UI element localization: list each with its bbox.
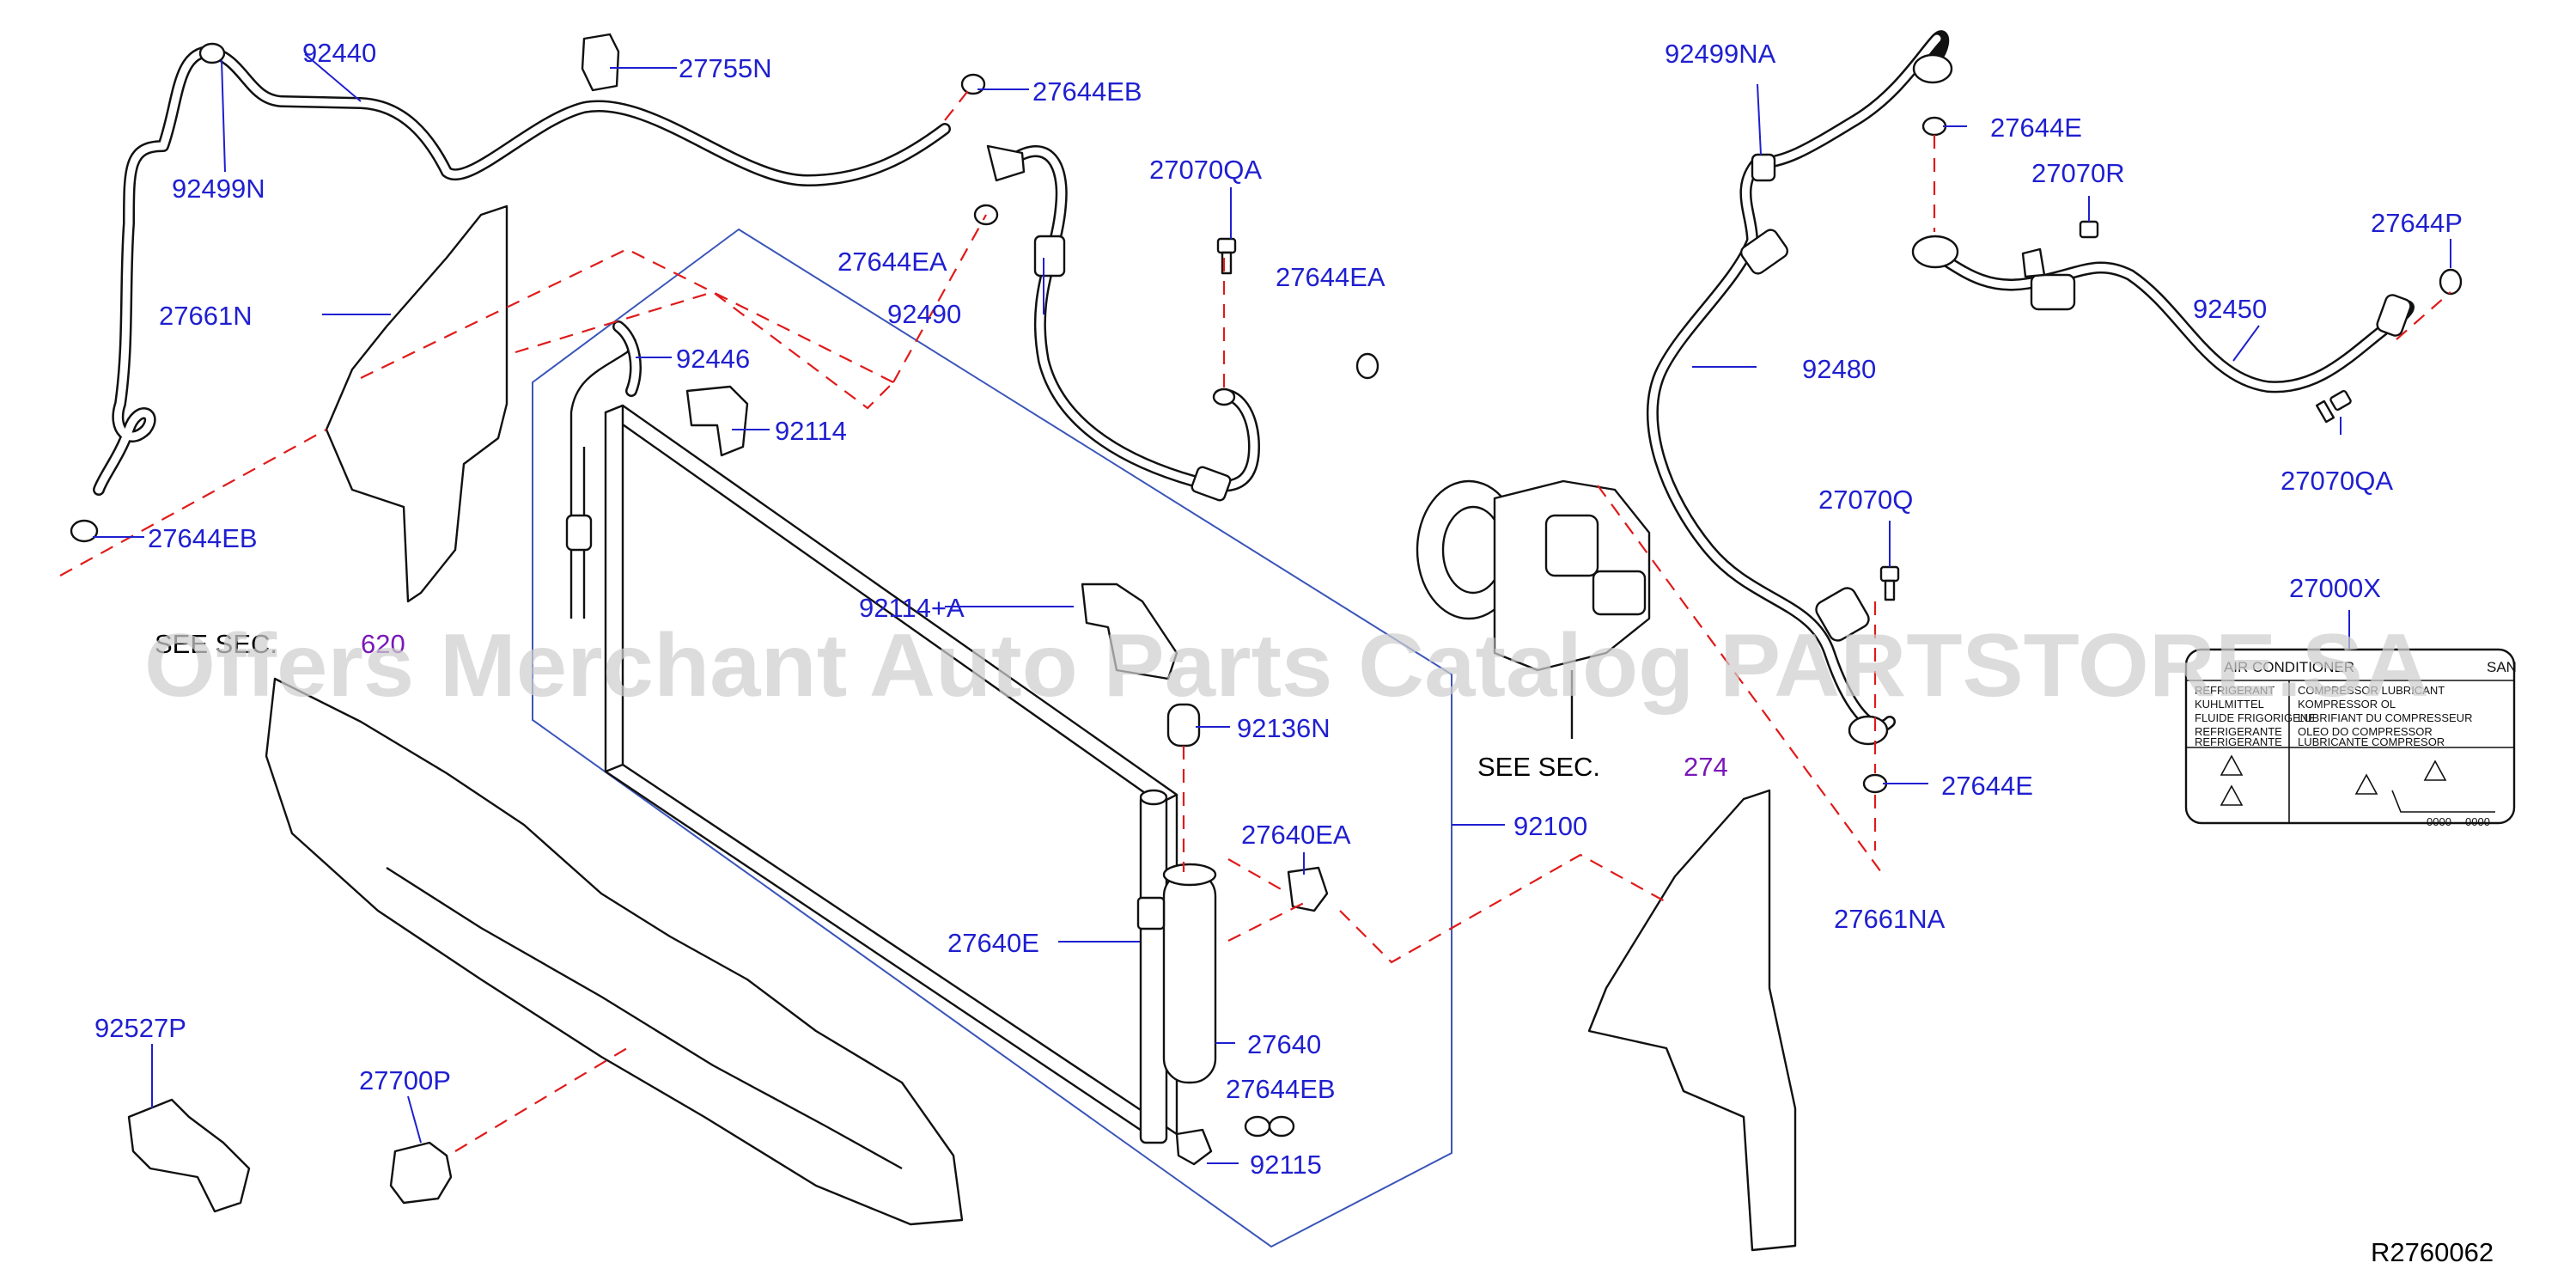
dash-line-b — [59, 214, 987, 576]
part-label-92114a: 92114+A — [859, 593, 965, 623]
part-label-27755n: 27755N — [679, 53, 772, 83]
ac-label-right-3: LUBRIFIANT DU COMPRESSEUR — [2298, 711, 2472, 724]
air-guide-27661n — [325, 204, 509, 603]
part-label-92114: 92114 — [775, 416, 847, 446]
part-label-27640: 27640 — [1247, 1029, 1321, 1059]
o-ring-27644eb-left — [70, 519, 99, 543]
o-ring-27644ea-right — [1355, 352, 1379, 380]
part-label-27700p: 27700P — [359, 1065, 451, 1095]
part-label-27661na: 27661NA — [1834, 904, 1946, 934]
warning-triangle-icon — [2220, 754, 2244, 776]
part-label-27070qa-top: 27070QA — [1149, 155, 1262, 185]
bracket-92114a — [1081, 583, 1178, 680]
warning-triangle-icon — [2220, 784, 2244, 806]
ac-label-left-2: KUHLMITTEL — [2195, 698, 2264, 711]
tube-92446 — [612, 320, 642, 397]
leader-lines — [93, 53, 2451, 1164]
receiver-drier-27640 — [1136, 703, 1217, 1084]
part-label-92527p: 92527P — [94, 1013, 186, 1043]
pipe-92450 — [1911, 235, 2415, 393]
compressor-assembly — [1416, 479, 1651, 739]
part-label-27644eb-bottom: 27644EB — [1226, 1074, 1336, 1104]
part-label-27644ea-left: 27644EA — [837, 247, 947, 277]
ac-label-header-left: AIR CONDITIONER — [2224, 659, 2354, 675]
part-label-27070q: 27070Q — [1818, 485, 1913, 515]
part-label-92450: 92450 — [2193, 294, 2267, 324]
pipe-92440 — [93, 42, 951, 496]
o-ring-27644e-top — [1921, 116, 1947, 137]
o-ring-27644eb-top — [960, 73, 986, 95]
bolt-27070qa-right — [2315, 389, 2352, 424]
bolt-27070q — [1879, 565, 1900, 601]
dash-line-j — [1597, 485, 1882, 873]
part-label-27070r: 27070R — [2031, 158, 2125, 188]
sensor-27700p — [389, 1141, 453, 1205]
condenser-assembly-frame — [532, 228, 1452, 1248]
part-label-27644e-bottom: 27644E — [1941, 771, 2033, 801]
ac-label-right-2: KOMPRESSOR OL — [2298, 698, 2396, 711]
condenser-core — [565, 339, 1178, 1144]
ac-label-left-5: REFRIGERANTE — [2195, 735, 2282, 748]
part-label-92115: 92115 — [1250, 1150, 1322, 1180]
dash-line-h — [2396, 291, 2451, 340]
see-section-left-number: 620 — [361, 629, 405, 659]
see-section-right-number: 274 — [1684, 752, 1728, 782]
part-label-92446: 92446 — [676, 344, 750, 374]
part-label-92490: 92490 — [887, 299, 961, 329]
ac-label-right-4: OLEO DO COMPRESSOR — [2298, 725, 2433, 738]
bracket-92114 — [685, 385, 749, 457]
part-label-27644eb-left: 27644EB — [148, 523, 258, 553]
part-label-27640e: 27640E — [947, 928, 1039, 958]
bracket-27640ea — [1287, 866, 1329, 912]
part-label-27644e-top: 27644E — [1990, 113, 2082, 143]
see-section-left-text: SEE SEC. — [155, 629, 277, 659]
part-label-27640ea: 27640EA — [1241, 820, 1351, 850]
ac-label-left-1: REFRIGERANT — [2195, 684, 2275, 697]
part-label-27000x: 27000X — [2289, 573, 2381, 603]
part-label-92440: 92440 — [302, 38, 376, 68]
ac-label-code-b: 0000 — [2465, 815, 2490, 828]
warning-triangle-icon — [2354, 773, 2378, 795]
ac-label-right-1: COMPRESSOR LUBRICANT — [2298, 684, 2445, 697]
ac-label-left-3: FLUIDE FRIGORIGENE — [2195, 711, 2316, 724]
dash-line-f — [454, 1047, 628, 1152]
ac-label-header-right: SAN — [2487, 659, 2517, 675]
part-label-27644ea-right: 27644EA — [1276, 262, 1385, 292]
part-label-27644eb-top: 27644EB — [1032, 76, 1142, 107]
o-ring-27644eb-bottom-a — [1244, 1115, 1271, 1138]
warning-triangle-icon — [2423, 760, 2447, 781]
clip-27755n — [581, 33, 620, 92]
bracket-92115 — [1175, 1128, 1213, 1166]
part-label-27070qa-right: 27070QA — [2281, 466, 2393, 496]
part-label-27661n: 27661N — [159, 301, 253, 331]
part-label-92499na: 92499NA — [1665, 39, 1776, 69]
ac-info-label: AIR CONDITIONER SAN REFRIGERANT KUHLMITT… — [2184, 648, 2517, 828]
diagram-reference: R2760062 — [2371, 1237, 2494, 1267]
dash-line-a — [944, 83, 974, 121]
dash-line-e — [1227, 853, 1667, 964]
o-ring-27644eb-bottom-b — [1268, 1115, 1295, 1138]
see-section-right-text: SEE SEC. — [1477, 752, 1600, 782]
ac-label-left-4: REFRIGERANTE — [2195, 725, 2282, 738]
part-label-92136n: 92136N — [1237, 713, 1331, 743]
hose-92490 — [986, 144, 1260, 502]
bolt-27070r — [2079, 220, 2099, 239]
part-label-92480: 92480 — [1802, 354, 1876, 384]
bumper-absorber — [265, 677, 964, 1226]
bracket-92527p — [127, 1098, 251, 1213]
part-label-92100: 92100 — [1513, 811, 1587, 841]
watermark: Offers Merchant Auto Parts Catalog PARTS… — [144, 616, 2429, 716]
part-label-27644p: 27644P — [2371, 208, 2463, 238]
ac-label-code-a: 0000 — [2427, 815, 2451, 828]
air-guide-27661na — [1587, 789, 1797, 1252]
ac-label-right-5: LUBRICANTE COMPRESOR — [2298, 735, 2445, 748]
part-label-92499n: 92499N — [172, 174, 265, 204]
o-ring-27644p — [2439, 268, 2463, 296]
hose-92480 — [1646, 30, 1953, 746]
bolt-27070qa-top — [1216, 237, 1237, 275]
